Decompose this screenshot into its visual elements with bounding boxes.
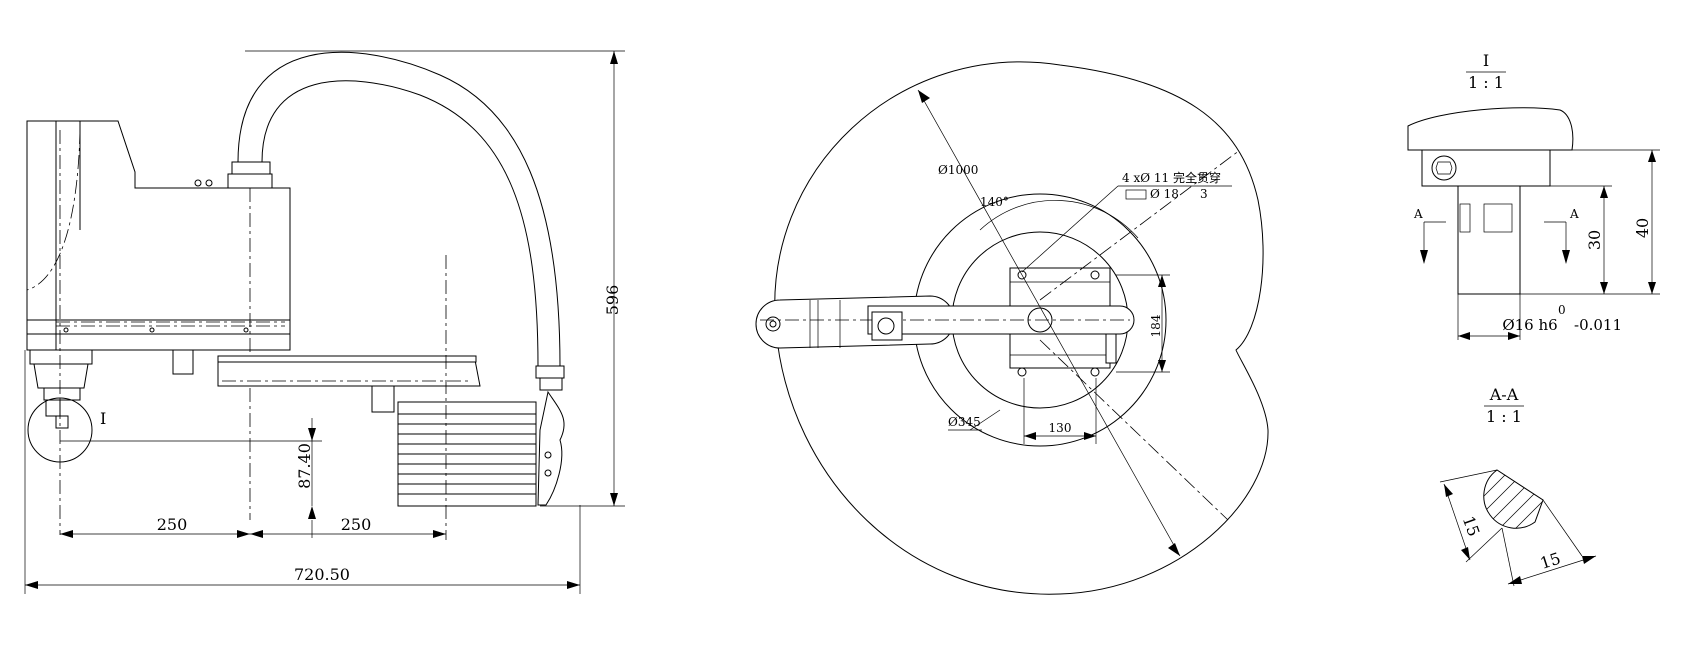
- section-aa-scale: 1 : 1: [1486, 407, 1522, 426]
- dim-flange: 87.40: [295, 443, 314, 489]
- section-label-left: A: [1413, 207, 1423, 221]
- dim-base-width: 130: [1049, 421, 1072, 435]
- dim-arm2: 250: [341, 515, 372, 534]
- dim-15a: 15: [1459, 513, 1484, 539]
- detail-i-scale: 1 : 1: [1468, 73, 1504, 92]
- dim-40: 40: [1633, 218, 1652, 238]
- dim-15b: 15: [1538, 549, 1563, 573]
- top-view: Ø1000 140° Ø345 130 184 4 xØ 11 完全贯穿 Ø 1…: [755, 61, 1269, 595]
- dim-tol-upper: 0: [1558, 303, 1566, 317]
- detail-i-title: I: [1483, 51, 1489, 70]
- dim-arm1: 250: [157, 515, 188, 534]
- dim-counterbore: Ø 18: [1150, 187, 1179, 201]
- dim-holes: 4 xØ 11 完全贯穿: [1122, 170, 1221, 185]
- dim-tol-lower: -0.011: [1574, 316, 1622, 334]
- section-aa-title: A-A: [1489, 385, 1519, 404]
- dim-inner-dia: Ø345: [948, 415, 981, 429]
- side-view: 596 87.40 250 250 720.50 I: [24, 50, 625, 594]
- dim-shaft: Ø16 h6: [1502, 316, 1557, 334]
- section-label-right: A: [1569, 207, 1579, 221]
- dim-base-depth: 184: [1149, 314, 1163, 337]
- dim-height: 596: [603, 285, 622, 316]
- detail-callout: I: [100, 409, 106, 428]
- dim-30: 30: [1585, 230, 1604, 250]
- dim-reach-dia: Ø1000: [938, 163, 978, 177]
- dim-counterbore-depth: 3: [1200, 187, 1208, 201]
- cooling-fins: [398, 413, 536, 495]
- section-hatching: [1483, 470, 1543, 529]
- section-aa: A-A 1 : 1 15: [1439, 385, 1597, 587]
- dim-width-total: 720.50: [294, 565, 350, 584]
- detail-i: I 1 : 1 A A 30 40: [1407, 51, 1660, 340]
- dim-angle: 140°: [980, 195, 1009, 209]
